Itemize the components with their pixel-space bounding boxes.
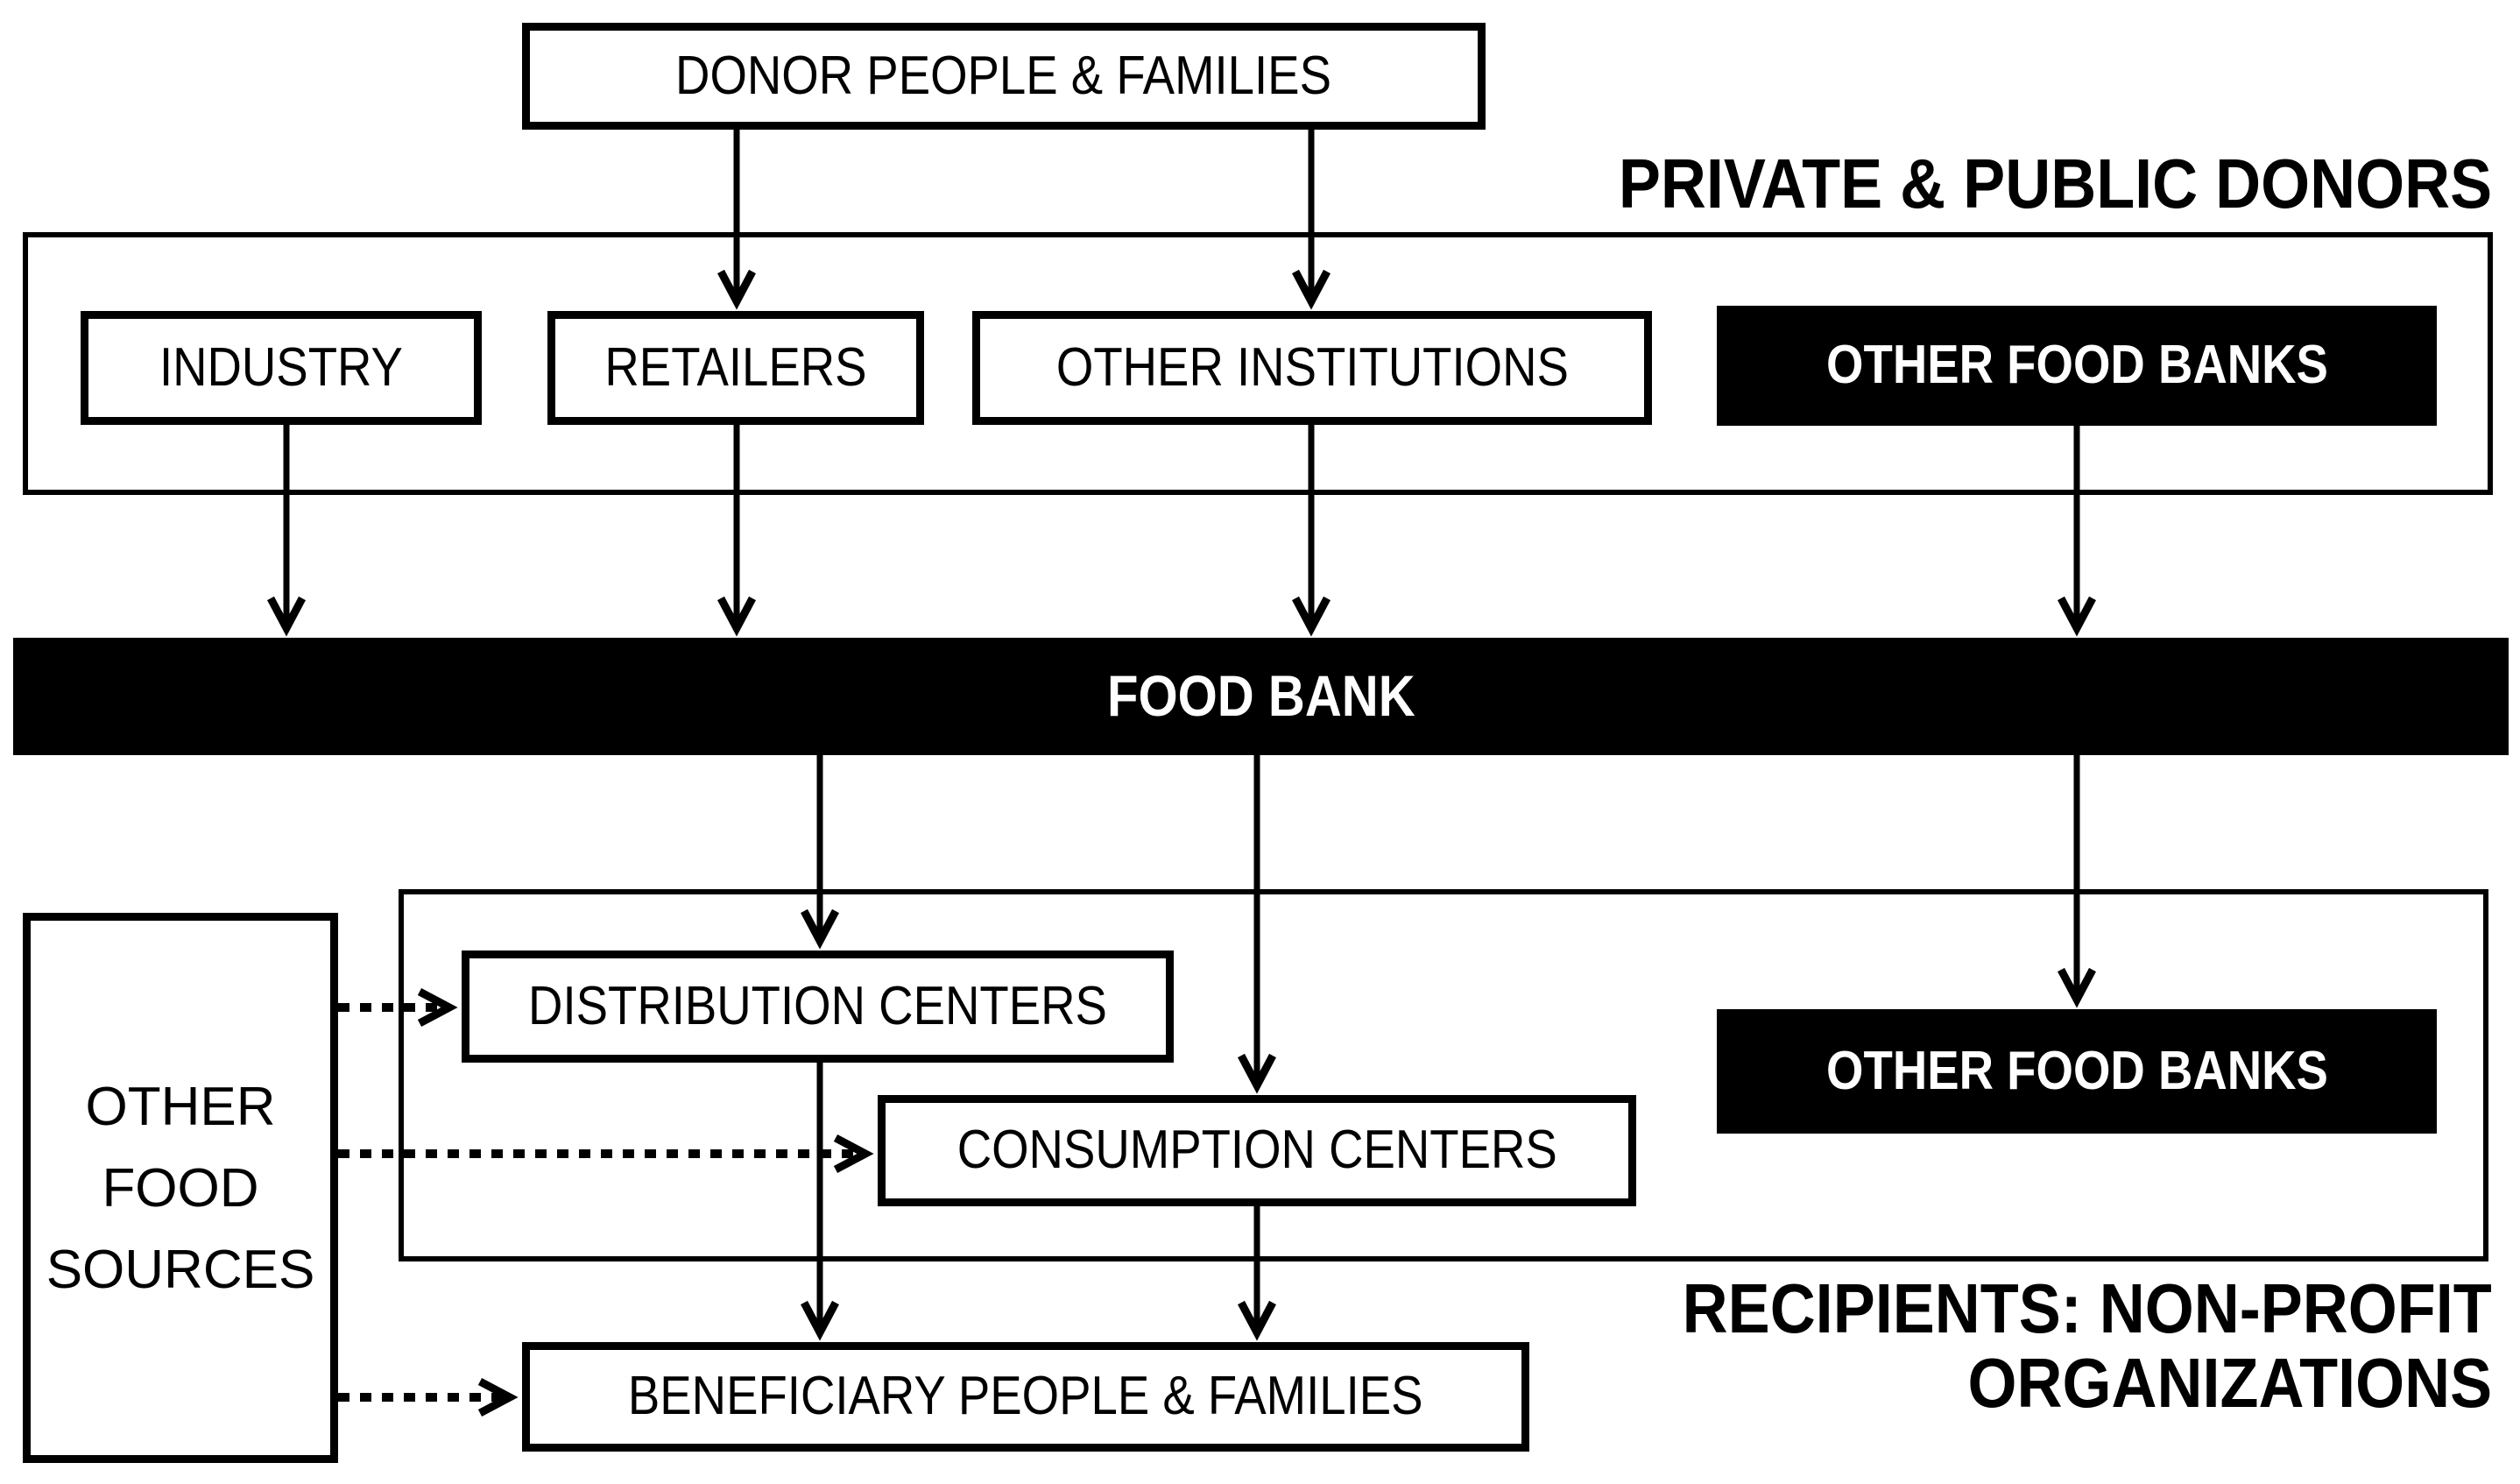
node-other-food-banks-recipient: OTHER FOOD BANKS bbox=[1717, 1009, 2437, 1134]
node-other-food-banks-donor: OTHER FOOD BANKS bbox=[1717, 306, 2437, 426]
node-other-food-sources: OTHER FOOD SOURCES bbox=[23, 913, 338, 1463]
node-distribution-centers: DISTRIBUTION CENTERS bbox=[462, 950, 1174, 1063]
donors-section-label: PRIVATE & PUBLIC DONORS bbox=[1521, 145, 2492, 223]
node-donor-people-families: DONOR PEOPLE & FAMILIES bbox=[522, 23, 1486, 130]
node-other-institutions-label: OTHER INSTITUTIONS bbox=[1055, 336, 1569, 398]
node-consumption-centers-label: CONSUMPTION CENTERS bbox=[956, 1120, 1557, 1181]
node-donor-people-families-label: DONOR PEOPLE & FAMILIES bbox=[675, 45, 1332, 106]
recipients-section-label-line1: RECIPIENTS: NON-PROFIT bbox=[1682, 1269, 2492, 1347]
node-industry: INDUSTRY bbox=[81, 311, 482, 425]
node-retailers-label: RETAILERS bbox=[604, 336, 867, 398]
recipients-section-label: RECIPIENTS: NON-PROFIT ORGANIZATIONS bbox=[1592, 1269, 2492, 1422]
node-industry-label: INDUSTRY bbox=[159, 336, 403, 398]
node-consumption-centers: CONSUMPTION CENTERS bbox=[878, 1095, 1636, 1206]
node-other-food-sources-line1: OTHER bbox=[85, 1076, 276, 1137]
node-food-bank-label: FOOD BANK bbox=[1106, 663, 1415, 729]
node-distribution-centers-label: DISTRIBUTION CENTERS bbox=[528, 975, 1107, 1036]
node-other-food-sources-line2: FOOD bbox=[102, 1157, 259, 1219]
recipients-group-frame bbox=[399, 889, 2488, 1261]
node-beneficiary-people-families: BENEFICIARY PEOPLE & FAMILIES bbox=[522, 1342, 1529, 1452]
node-food-bank: FOOD BANK bbox=[13, 638, 2509, 755]
node-beneficiary-people-families-label: BENEFICIARY PEOPLE & FAMILIES bbox=[628, 1366, 1423, 1427]
recipients-section-label-line2: ORGANIZATIONS bbox=[1967, 1343, 2492, 1422]
node-retailers: RETAILERS bbox=[547, 311, 924, 425]
node-other-food-banks-donor-label: OTHER FOOD BANKS bbox=[1825, 335, 2328, 396]
donors-section-label-text: PRIVATE & PUBLIC DONORS bbox=[1618, 145, 2492, 223]
node-other-food-sources-line3: SOURCES bbox=[46, 1239, 315, 1300]
node-other-food-banks-recipient-label: OTHER FOOD BANKS bbox=[1825, 1040, 2328, 1101]
donors-group-frame bbox=[23, 232, 2493, 495]
node-other-institutions: OTHER INSTITUTIONS bbox=[972, 311, 1652, 425]
